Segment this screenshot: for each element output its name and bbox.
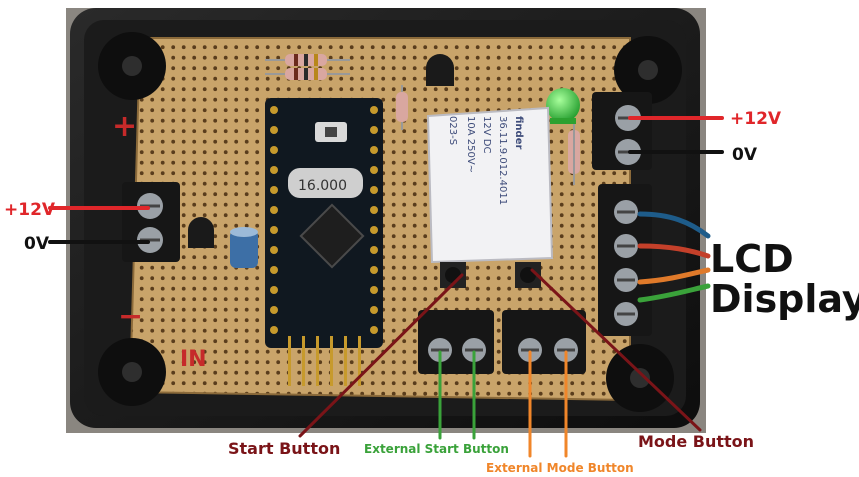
relay: finder 36.11.9.012.4011 12V DC 10A 250V~… <box>426 106 554 264</box>
relay-label-2: 36.11.9.012.4011 <box>497 116 508 205</box>
lcd-label-line2: Display <box>710 277 859 321</box>
right-12v-label: +12V <box>730 109 782 129</box>
status-led <box>546 88 580 124</box>
relay-label-4: 10A 250V~ <box>465 116 476 173</box>
onboard-buttons <box>440 262 541 288</box>
external-start-button-label: External Start Button <box>364 442 509 456</box>
relay-label-5: 023-S <box>447 116 458 145</box>
resistors-top <box>265 54 580 185</box>
lcd-terminal-block <box>598 184 652 336</box>
board-plus-mark: + <box>112 109 137 144</box>
lcd-wires <box>637 211 711 303</box>
arduino-pro-mini: 16.000 <box>265 98 383 386</box>
right-0v-label: 0V <box>732 145 758 165</box>
board-in-mark: IN <box>180 347 207 372</box>
left-power-terminal <box>122 182 180 262</box>
board-minus-mark: − <box>118 299 143 334</box>
start-button-label: Start Button <box>228 439 340 458</box>
external-start-terminal <box>418 310 494 374</box>
annotation-lines <box>48 116 724 458</box>
crystal-label: 16.000 <box>298 178 347 194</box>
right-power-terminal <box>592 92 652 170</box>
external-mode-button-label: External Mode Button <box>486 461 634 475</box>
left-12v-label: +12V <box>4 200 56 220</box>
mode-button-label: Mode Button <box>638 432 754 451</box>
capacitor <box>230 227 258 268</box>
left-0v-label: 0V <box>24 234 50 254</box>
transistors <box>188 54 454 248</box>
relay-label-1: finder <box>513 116 524 149</box>
relay-label-3: 12V DC <box>481 116 492 153</box>
mounting-posts <box>98 32 682 412</box>
external-mode-terminal <box>502 310 586 374</box>
lcd-label-line1: LCD <box>710 237 794 281</box>
